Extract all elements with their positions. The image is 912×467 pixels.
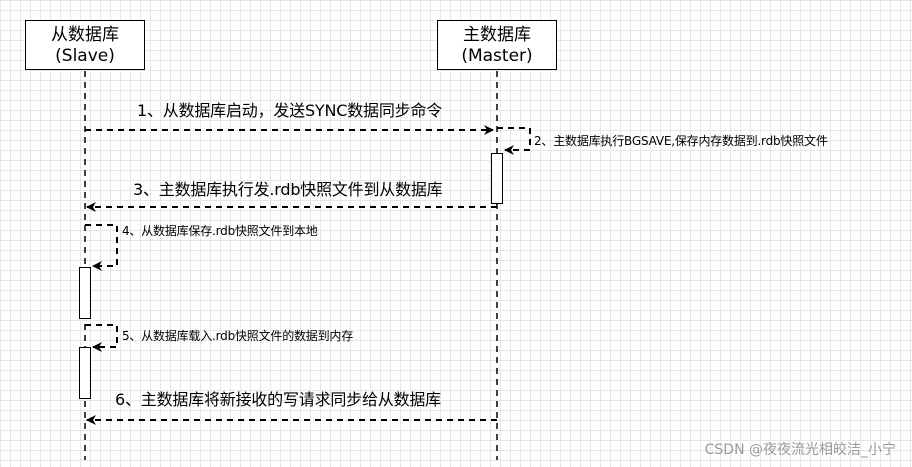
master-name: 主数据库 (463, 25, 531, 45)
message-3-label: 3、主数据库执行发.rdb快照文件到从数据库 (133, 180, 443, 199)
message-4-label: 4、从数据库保存.rdb快照文件到本地 (122, 224, 318, 238)
slave-role: (Slave) (55, 46, 115, 66)
message-5-label: 5、从数据库载入.rdb快照文件的数据到内存 (122, 329, 354, 343)
csdn-watermark: CSDN @夜夜流光相皎洁_小宁 (704, 442, 896, 458)
message-5-arrow (85, 324, 118, 352)
master-activation-bar (491, 153, 503, 204)
slave-participant-box: 从数据库 (Slave) (25, 20, 145, 70)
slave-activation-bar-2 (79, 347, 91, 399)
slave-activation-bar-1 (79, 267, 91, 319)
message-2-label: 2、主数据库执行BGSAVE,保存内存数据到.rdb快照文件 (534, 134, 828, 148)
message-1-label: 1、从数据库启动，发送SYNC数据同步命令 (137, 101, 443, 120)
master-participant-box: 主数据库 (Master) (437, 20, 557, 70)
slave-name: 从数据库 (51, 25, 119, 45)
message-6-label: 6、主数据库将新接收的写请求同步给从数据库 (115, 390, 441, 409)
message-2-arrow (497, 127, 531, 155)
message-4-arrow (85, 224, 118, 271)
master-role: (Master) (461, 46, 533, 66)
